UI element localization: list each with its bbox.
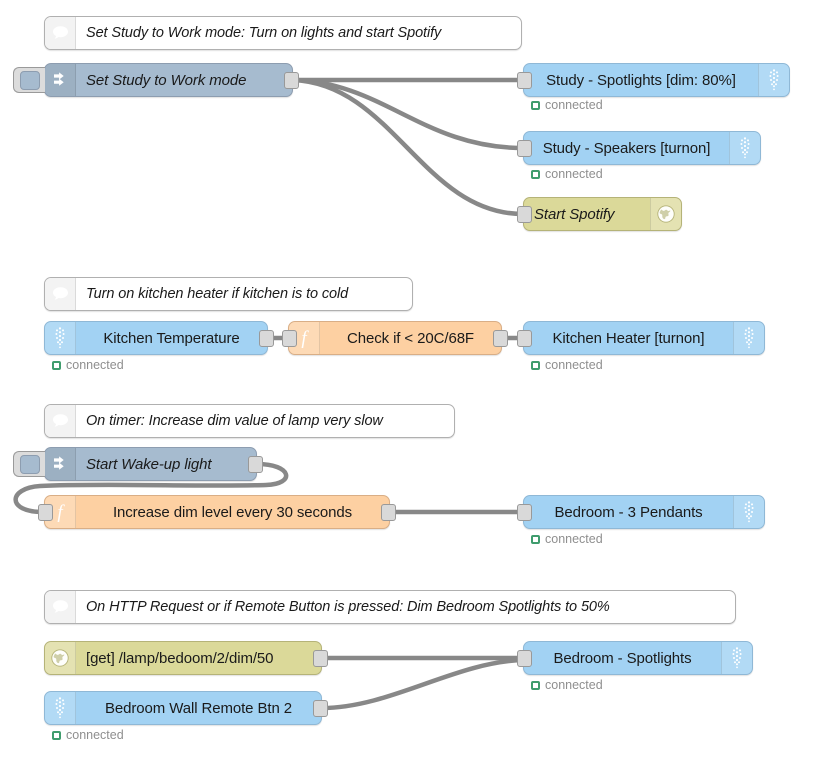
remote-node-label: Bedroom Wall Remote Btn 2 bbox=[104, 699, 293, 717]
inject-node-label: Start Wake-up light bbox=[86, 455, 212, 473]
status-study-speakers: connected bbox=[531, 167, 603, 181]
comment-text: Turn on kitchen heater if kitchen is to … bbox=[86, 286, 349, 302]
web-node-label: Start Spotify bbox=[534, 205, 615, 223]
light-rays-icon bbox=[733, 496, 764, 528]
light-node-label: Kitchen Heater [turnon] bbox=[552, 329, 705, 347]
comment-node-wakeup-light[interactable]: On timer: Increase dim value of lamp ver… bbox=[44, 404, 455, 438]
output-port[interactable] bbox=[313, 700, 328, 717]
status-indicator-icon bbox=[531, 534, 540, 544]
comment-text: Set Study to Work mode: Turn on lights a… bbox=[86, 25, 442, 41]
light-rays-icon bbox=[45, 692, 76, 724]
input-port[interactable] bbox=[282, 330, 297, 347]
input-port[interactable] bbox=[517, 140, 532, 157]
status-label: connected bbox=[66, 358, 124, 372]
sensor-node-kitchen-temperature[interactable]: Kitchen Temperature bbox=[44, 321, 274, 355]
inject-node-set-study-to-work-mode[interactable]: Set Study to Work mode bbox=[13, 63, 299, 97]
comment-text: On HTTP Request or if Remote Button is p… bbox=[86, 599, 610, 615]
svg-text:f: f bbox=[57, 502, 65, 523]
inject-arrow-icon bbox=[45, 64, 76, 96]
inject-trigger-button[interactable] bbox=[13, 451, 45, 477]
comment-icon bbox=[45, 17, 76, 49]
light-node-label: Bedroom - Spotlights bbox=[553, 649, 692, 667]
light-node-label: Bedroom - 3 Pendants bbox=[554, 503, 703, 521]
remote-node-bedroom-wall-btn2[interactable]: Bedroom Wall Remote Btn 2 bbox=[44, 691, 328, 725]
light-rays-icon bbox=[758, 64, 789, 96]
web-node-start-spotify[interactable]: Start Spotify bbox=[517, 197, 682, 231]
comment-icon bbox=[45, 278, 76, 310]
light-node-study-spotlights[interactable]: Study - Spotlights [dim: 80%] bbox=[517, 63, 790, 97]
globe-icon bbox=[650, 198, 681, 230]
output-port[interactable] bbox=[381, 504, 396, 521]
output-port[interactable] bbox=[313, 650, 328, 667]
status-indicator-icon bbox=[531, 360, 540, 370]
http-in-node-label: [get] /lamp/bedoom/2/dim/50 bbox=[86, 649, 274, 667]
light-rays-icon bbox=[729, 132, 760, 164]
status-indicator-icon bbox=[52, 730, 61, 740]
status-kitchen-temperature: connected bbox=[52, 358, 124, 372]
light-node-bedroom-3-pendants[interactable]: Bedroom - 3 Pendants bbox=[517, 495, 765, 529]
output-port[interactable] bbox=[284, 72, 299, 89]
output-port[interactable] bbox=[248, 456, 263, 473]
inject-knob bbox=[19, 454, 40, 474]
inject-node-label: Set Study to Work mode bbox=[86, 71, 247, 89]
input-port[interactable] bbox=[517, 504, 532, 521]
light-rays-icon bbox=[721, 642, 752, 674]
output-port[interactable] bbox=[493, 330, 508, 347]
status-bedroom-wall-btn2: connected bbox=[52, 728, 124, 742]
wire-inject-to-speakers bbox=[290, 77, 526, 151]
status-label: connected bbox=[545, 358, 603, 372]
input-port[interactable] bbox=[517, 650, 532, 667]
light-node-bedroom-spotlights[interactable]: Bedroom - Spotlights bbox=[517, 641, 753, 675]
output-port[interactable] bbox=[259, 330, 274, 347]
inject-knob bbox=[19, 70, 40, 90]
status-kitchen-heater: connected bbox=[531, 358, 603, 372]
status-study-spotlights: connected bbox=[531, 98, 603, 112]
status-bedroom-spotlights: connected bbox=[531, 678, 603, 692]
comment-node-http-dim-bedroom[interactable]: On HTTP Request or if Remote Button is p… bbox=[44, 590, 736, 624]
input-port[interactable] bbox=[38, 504, 53, 521]
light-node-label: Study - Spotlights [dim: 80%] bbox=[546, 71, 736, 89]
status-indicator-icon bbox=[531, 169, 540, 179]
light-node-study-speakers[interactable]: Study - Speakers [turnon] bbox=[517, 131, 761, 165]
inject-node-start-wakeup-light[interactable]: Start Wake-up light bbox=[13, 447, 263, 481]
comment-node-kitchen-heater[interactable]: Turn on kitchen heater if kitchen is to … bbox=[44, 277, 413, 311]
status-label: connected bbox=[545, 532, 603, 546]
inject-trigger-button[interactable] bbox=[13, 67, 45, 93]
light-rays-icon bbox=[733, 322, 764, 354]
status-indicator-icon bbox=[531, 680, 540, 690]
inject-arrow-icon bbox=[45, 448, 76, 480]
wire-inject-to-spotify bbox=[290, 77, 526, 217]
function-node-label: Increase dim level every 30 seconds bbox=[112, 503, 353, 521]
comment-node-study-work-mode[interactable]: Set Study to Work mode: Turn on lights a… bbox=[44, 16, 522, 50]
input-port[interactable] bbox=[517, 72, 532, 89]
comment-icon bbox=[45, 591, 76, 623]
comment-icon bbox=[45, 405, 76, 437]
status-label: connected bbox=[545, 167, 603, 181]
status-label: connected bbox=[545, 98, 603, 112]
status-bedroom-3-pendants: connected bbox=[531, 532, 603, 546]
svg-text:f: f bbox=[301, 328, 309, 349]
light-rays-icon bbox=[45, 322, 76, 354]
status-indicator-icon bbox=[531, 100, 540, 110]
status-label: connected bbox=[66, 728, 124, 742]
input-port[interactable] bbox=[517, 330, 532, 347]
status-label: connected bbox=[545, 678, 603, 692]
light-node-kitchen-heater[interactable]: Kitchen Heater [turnon] bbox=[517, 321, 765, 355]
http-in-node-lamp-dim[interactable]: [get] /lamp/bedoom/2/dim/50 bbox=[44, 641, 328, 675]
function-node-increase-dim-level[interactable]: f Increase dim level every 30 seconds bbox=[38, 495, 396, 529]
wire-remote-to-spotlights bbox=[319, 657, 526, 711]
function-node-check-temperature[interactable]: f Check if < 20C/68F bbox=[282, 321, 508, 355]
function-node-label: Check if < 20C/68F bbox=[346, 329, 474, 347]
sensor-node-label: Kitchen Temperature bbox=[103, 329, 240, 347]
comment-text: On timer: Increase dim value of lamp ver… bbox=[86, 413, 383, 429]
light-node-label: Study - Speakers [turnon] bbox=[542, 139, 711, 157]
input-port[interactable] bbox=[517, 206, 532, 223]
globe-icon bbox=[45, 642, 76, 674]
status-indicator-icon bbox=[52, 360, 61, 370]
